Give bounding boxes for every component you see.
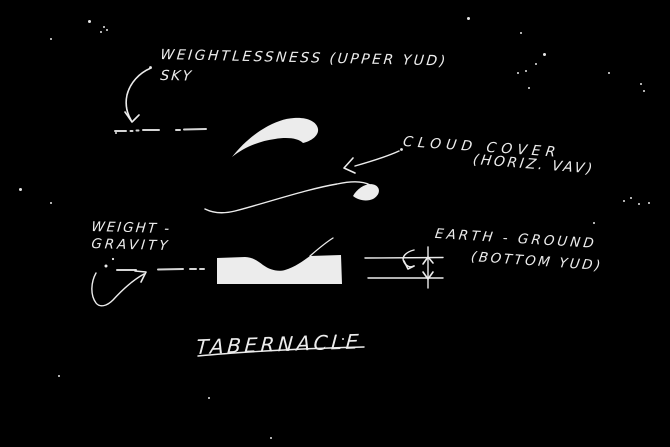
speck	[640, 83, 642, 85]
wave-line	[204, 181, 371, 214]
speck	[648, 202, 650, 204]
speck	[50, 38, 52, 40]
speck	[630, 197, 632, 199]
speck	[342, 338, 344, 340]
tabernacle-underline	[197, 346, 365, 357]
block-scoop-curve	[309, 237, 334, 257]
label-weight: WEIGHT -	[90, 219, 172, 238]
sky-dashed-line	[114, 128, 207, 132]
speck	[543, 53, 546, 56]
speck	[58, 375, 60, 377]
dimension-arrow-down-icon	[422, 271, 434, 280]
cloud-cover-arrowhead-icon	[343, 157, 356, 174]
speck	[19, 188, 22, 191]
speck	[270, 437, 272, 439]
speck	[593, 222, 595, 224]
speck	[50, 202, 52, 204]
tabernacle-block	[217, 255, 342, 284]
label-gravity: GRAVITY	[90, 236, 172, 255]
speck	[535, 63, 537, 65]
dimension-top-line	[364, 256, 444, 259]
cloud-swoosh	[232, 117, 319, 157]
speck	[643, 90, 645, 92]
speck	[623, 200, 625, 202]
gravity-hook-arrow	[91, 272, 145, 307]
speck	[525, 70, 527, 72]
speck	[517, 72, 519, 74]
cloud-cover-arrow	[354, 150, 400, 167]
speck	[528, 87, 530, 89]
dimension-arrow-up-icon	[422, 256, 434, 265]
speck	[103, 26, 105, 28]
speck	[100, 31, 102, 33]
cloud-arrow-start-dot	[400, 148, 403, 151]
speck	[208, 397, 210, 399]
dimension-hook-arrowhead-icon	[403, 260, 415, 270]
gravity-arrowhead-icon	[134, 270, 147, 283]
gravity-dot-2	[111, 257, 115, 261]
speck	[106, 29, 108, 31]
speck	[88, 20, 91, 23]
sky-arrowhead-icon	[124, 111, 140, 123]
speck	[608, 72, 610, 74]
label-tabernacle: TABERNACLE	[195, 329, 363, 360]
speck	[467, 17, 470, 20]
ground-dashed-line	[116, 268, 205, 271]
sky-arrow	[125, 67, 152, 121]
speck	[638, 203, 640, 205]
wave-crest-arrowhead-icon	[353, 184, 379, 201]
label-sky: SKY	[159, 68, 194, 85]
gravity-dot	[104, 264, 108, 268]
speck	[115, 132, 117, 134]
speck	[520, 32, 522, 34]
